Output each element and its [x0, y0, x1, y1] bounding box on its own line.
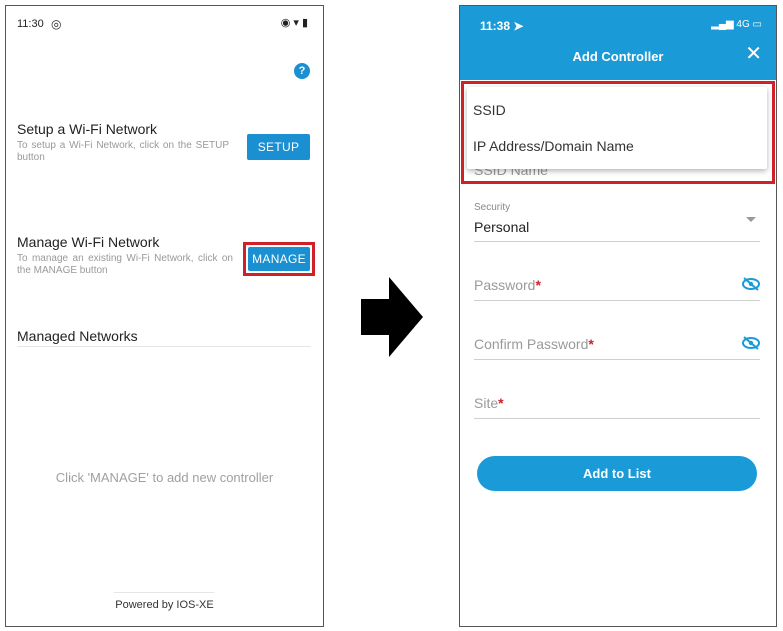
- password-field[interactable]: Password*: [474, 272, 760, 301]
- confirm-password-placeholder: Confirm Password*: [474, 336, 594, 352]
- required-mark: *: [498, 395, 504, 411]
- dropdown-highlight: [461, 81, 775, 184]
- arrow-right-icon: [361, 277, 423, 357]
- location-icon: ➤: [513, 19, 524, 33]
- dropdown-option-ip[interactable]: IP Address/Domain Name: [473, 138, 634, 154]
- setup-title: Setup a Wi-Fi Network: [17, 121, 158, 137]
- manage-description: To manage an existing Wi-Fi Network, cli…: [17, 253, 233, 276]
- security-value: Personal: [474, 219, 530, 235]
- managed-networks-title: Managed Networks: [17, 328, 138, 344]
- eye-icon[interactable]: [742, 277, 760, 291]
- site-field[interactable]: Site*: [474, 390, 760, 419]
- add-to-list-button[interactable]: Add to List: [477, 456, 757, 491]
- network-type: 4G: [736, 19, 750, 30]
- empty-message: Click 'MANAGE' to add new controller: [55, 470, 274, 485]
- sync-icon: ◎: [51, 17, 62, 31]
- security-label: Security: [474, 202, 511, 213]
- password-label: Password: [474, 277, 536, 293]
- site-placeholder: Site*: [474, 395, 504, 411]
- status-time: 11:30: [17, 18, 44, 30]
- help-icon[interactable]: ?: [294, 63, 310, 79]
- confirm-password-field[interactable]: Confirm Password*: [474, 331, 760, 360]
- site-label: Site: [474, 395, 499, 411]
- required-mark: *: [535, 277, 541, 293]
- status-time: 11:38 ➤: [480, 19, 523, 33]
- android-screen: 11:30 ◎ ◉▾▮ ? Setup a Wi-Fi Network To s…: [5, 5, 324, 627]
- battery-icon: ▮: [301, 17, 311, 29]
- signal-icon: ▂▄▆: [711, 19, 734, 30]
- type-dropdown[interactable]: SSID IP Address/Domain Name: [467, 87, 767, 169]
- security-select[interactable]: Security Personal: [474, 200, 760, 242]
- manage-button[interactable]: MANAGE: [248, 247, 310, 271]
- setup-button[interactable]: SETUP: [247, 134, 310, 160]
- status-time-text: 11:38: [480, 19, 511, 33]
- required-mark: *: [588, 336, 594, 352]
- page-title: Add Controller: [572, 49, 664, 64]
- footer-powered: Powered by IOS-XE: [115, 599, 214, 611]
- chevron-down-icon: [746, 217, 756, 222]
- eye-icon[interactable]: [742, 336, 760, 350]
- dropdown-option-ssid[interactable]: SSID: [473, 102, 506, 118]
- wifi-icon: ▾: [293, 17, 302, 29]
- divider: [17, 346, 311, 347]
- status-icons: ▂▄▆ 4G ▭: [711, 19, 762, 30]
- ios-screen: 11:38 ➤ ▂▄▆ 4G ▭ Add Controller ✕ SSID N…: [459, 5, 777, 627]
- footer-divider: [114, 592, 214, 593]
- password-placeholder: Password*: [474, 277, 541, 293]
- manage-title: Manage Wi-Fi Network: [17, 234, 160, 250]
- eye-status-icon: ◉: [280, 17, 294, 29]
- manage-highlight: [243, 242, 315, 276]
- confirm-password-label: Confirm Password: [474, 336, 589, 352]
- status-icons: ◉▾▮: [281, 16, 311, 29]
- battery-icon: ▭: [752, 19, 762, 30]
- close-icon[interactable]: ✕: [745, 43, 762, 65]
- setup-description: To setup a Wi-Fi Network, click on the S…: [17, 140, 229, 163]
- header: 11:38 ➤ ▂▄▆ 4G ▭ Add Controller ✕: [460, 6, 776, 80]
- status-bar: 11:30 ◎ ◉▾▮: [6, 6, 323, 44]
